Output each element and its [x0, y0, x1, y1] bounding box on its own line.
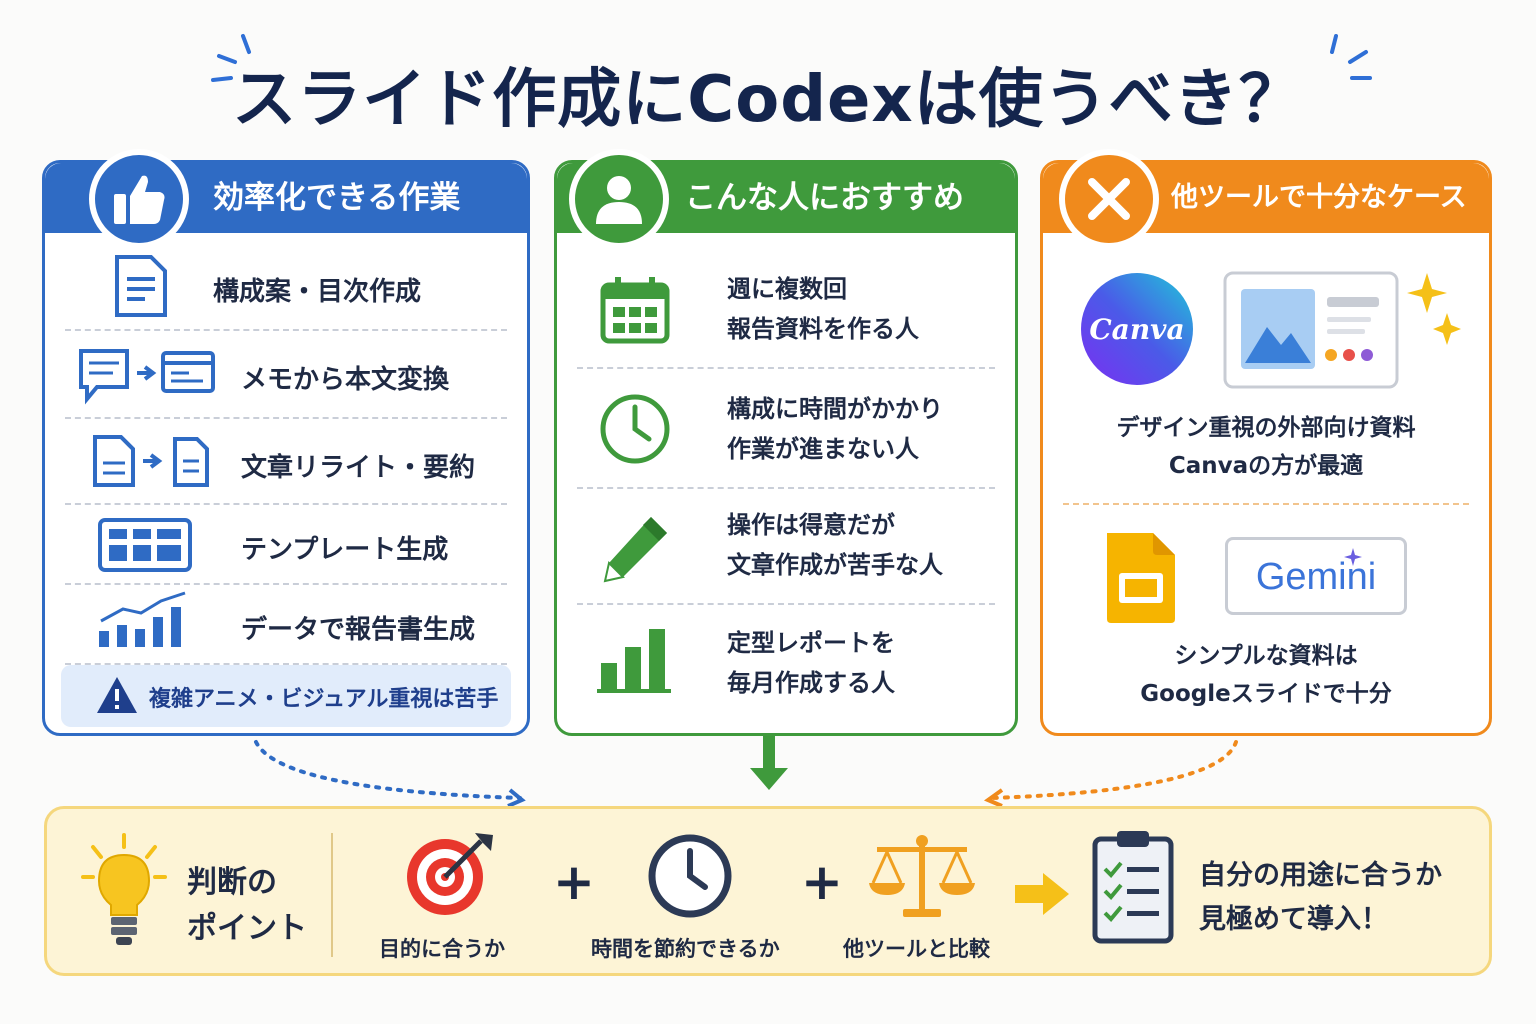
panel-recommended-users: こんな人におすすめ 週に複数回 報告資料を作る人 構成に時間がかかり 作業が進ま… — [554, 149, 1018, 736]
canva-section: Canva デザイン重視の外部向け資料 Canvaの方が最適 — [1063, 249, 1469, 505]
target-icon — [407, 833, 493, 915]
item-line1: 構成に時間がかかり — [727, 395, 943, 423]
decision-points-bar: 判断の ポイント 目的に合うか + 時間を節約できるか + 他ツールと比較 — [44, 806, 1492, 976]
list-item: テンプレート生成 — [65, 505, 507, 585]
item-line2: 作業が進まない人 — [727, 435, 919, 463]
checklist-icon — [1092, 831, 1174, 944]
gemini-star-icon — [1344, 548, 1362, 566]
memo-to-text-icon — [79, 349, 215, 405]
item-line1: 週に複数回 — [727, 275, 847, 303]
thumbs-up-icon — [89, 149, 189, 249]
sparkle-icon — [1407, 273, 1461, 345]
warning-note: 複雑アニメ・ビジュアル重視は苦手 — [61, 665, 511, 727]
list-item: 構成に時間がかかり 作業が進まない人 — [577, 369, 995, 489]
scale-icon — [869, 835, 975, 917]
warning-text: 複雑アニメ・ビジュアル重視は苦手 — [149, 687, 499, 712]
bar-chart-icon — [99, 591, 186, 647]
rewrite-icon — [93, 435, 209, 487]
point-line2: ポイント — [187, 911, 307, 946]
item-label: 構成案・目次作成 — [213, 277, 422, 307]
conclusion-line1: 自分の用途に合うか — [1199, 860, 1442, 891]
item-label: メモから本文変換 — [241, 365, 450, 395]
divider — [331, 833, 333, 957]
panel-header-title: 効率化できる作業 — [213, 180, 461, 216]
google-slides-icon — [1107, 533, 1175, 623]
list-item: 操作は得意だが 文章作成が苦手な人 — [577, 489, 995, 605]
sparkle-right-icon — [1330, 34, 1372, 80]
x-icon — [1059, 149, 1159, 249]
list-item: 文章リライト・要約 — [65, 419, 507, 505]
point-line1: 判断の — [187, 865, 277, 900]
conclusion-line2: 見極めて導入！ — [1199, 904, 1388, 935]
plus-sign: + — [801, 853, 843, 911]
canva-logo-text: Canva — [1089, 313, 1184, 346]
bar-chart-icon — [597, 629, 671, 693]
sparkle-left-icon — [211, 34, 251, 82]
list-item: 構成案・目次作成 — [65, 245, 507, 331]
gemini-logo-text: Gemini — [1255, 556, 1377, 598]
list-item: メモから本文変換 — [65, 331, 507, 419]
canva-text-line2: Canvaの方が最適 — [1168, 453, 1364, 479]
pencil-icon — [603, 517, 667, 583]
document-icon — [115, 255, 167, 317]
plus-sign: + — [553, 853, 595, 911]
canva-logo: Canva — [1081, 273, 1193, 385]
gemini-logo: Gemini — [1225, 537, 1407, 615]
lightbulb-icon — [81, 833, 167, 945]
connector-arrows — [254, 736, 1238, 808]
warning-icon — [97, 677, 137, 713]
item-line2: 報告資料を作る人 — [727, 315, 919, 343]
calendar-icon — [600, 277, 670, 344]
template-icon — [98, 518, 192, 572]
canva-text-line1: デザイン重視の外部向け資料 — [1116, 415, 1416, 441]
slides-text-line1: シンプルな資料は — [1174, 643, 1358, 669]
item-line2: 文章作成が苦手な人 — [727, 551, 943, 579]
list-item: 定型レポートを 毎月作成する人 — [577, 605, 995, 723]
clock-icon — [648, 834, 732, 918]
panel-header-title: こんな人におすすめ — [685, 180, 964, 216]
google-slides-section: Gemini シンプルな資料は Googleスライドで十分 — [1063, 507, 1469, 727]
page-title: スライド作成にCodexは使うべき？ — [232, 63, 1304, 137]
item-line1: 定型レポートを — [727, 629, 895, 657]
clock-icon — [600, 394, 670, 464]
item-label: テンプレート生成 — [241, 535, 449, 565]
item-line1: 操作は得意だが — [727, 511, 895, 539]
factor-label: 他ツールと比較 — [843, 937, 990, 961]
factor-label: 目的に合うか — [379, 937, 505, 961]
image-card-icon — [1223, 271, 1399, 389]
arrow-right-icon — [1015, 873, 1069, 915]
item-label: 文章リライト・要約 — [241, 453, 476, 483]
item-line2: 毎月作成する人 — [727, 669, 895, 697]
factor-label: 時間を節約できるか — [591, 937, 780, 961]
slides-text-line2: Googleスライドで十分 — [1140, 681, 1392, 707]
panel-header-title: 他ツールで十分なケース — [1171, 182, 1467, 213]
panel-efficient-tasks: 効率化できる作業 構成案・目次作成 メモから本文変換 — [42, 149, 530, 736]
list-item: 週に複数回 報告資料を作る人 — [577, 249, 995, 369]
item-label: データで報告書生成 — [241, 615, 476, 645]
person-icon — [569, 149, 669, 249]
list-item: データで報告書生成 — [65, 585, 507, 665]
panel-other-tools: 他ツールで十分なケース Canva — [1040, 149, 1492, 736]
